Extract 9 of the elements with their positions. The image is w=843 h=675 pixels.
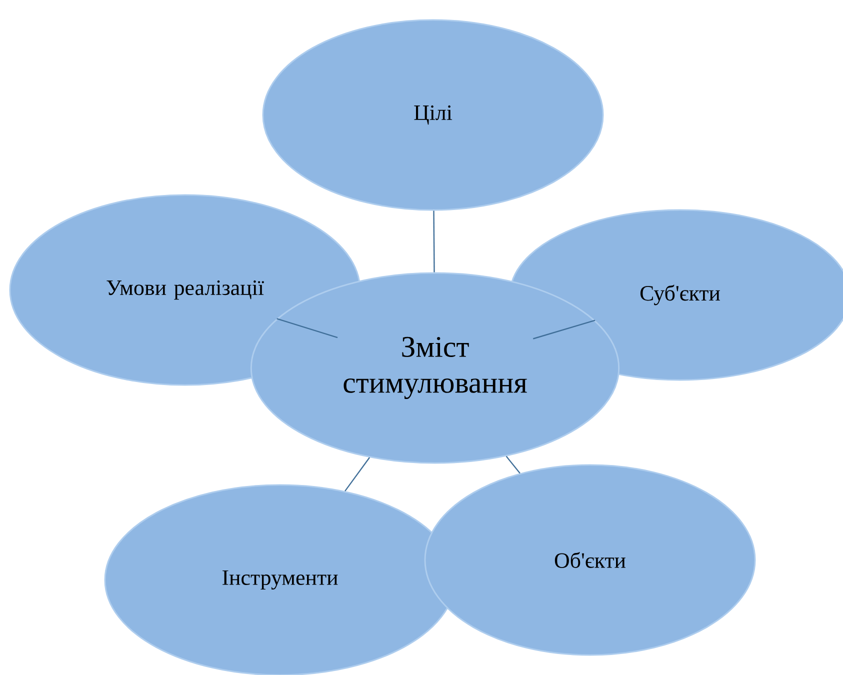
connector-line [344, 457, 370, 492]
ellipse-node: Цілі [262, 19, 604, 211]
ellipse-node: Об'єкти [424, 464, 756, 656]
connector-line [532, 320, 596, 340]
connector-line [506, 456, 520, 474]
node-label: Суб'єкти [640, 284, 720, 306]
connector-line [276, 318, 338, 338]
ellipse-node: Інструменти [104, 484, 456, 675]
connector-line [433, 210, 435, 272]
